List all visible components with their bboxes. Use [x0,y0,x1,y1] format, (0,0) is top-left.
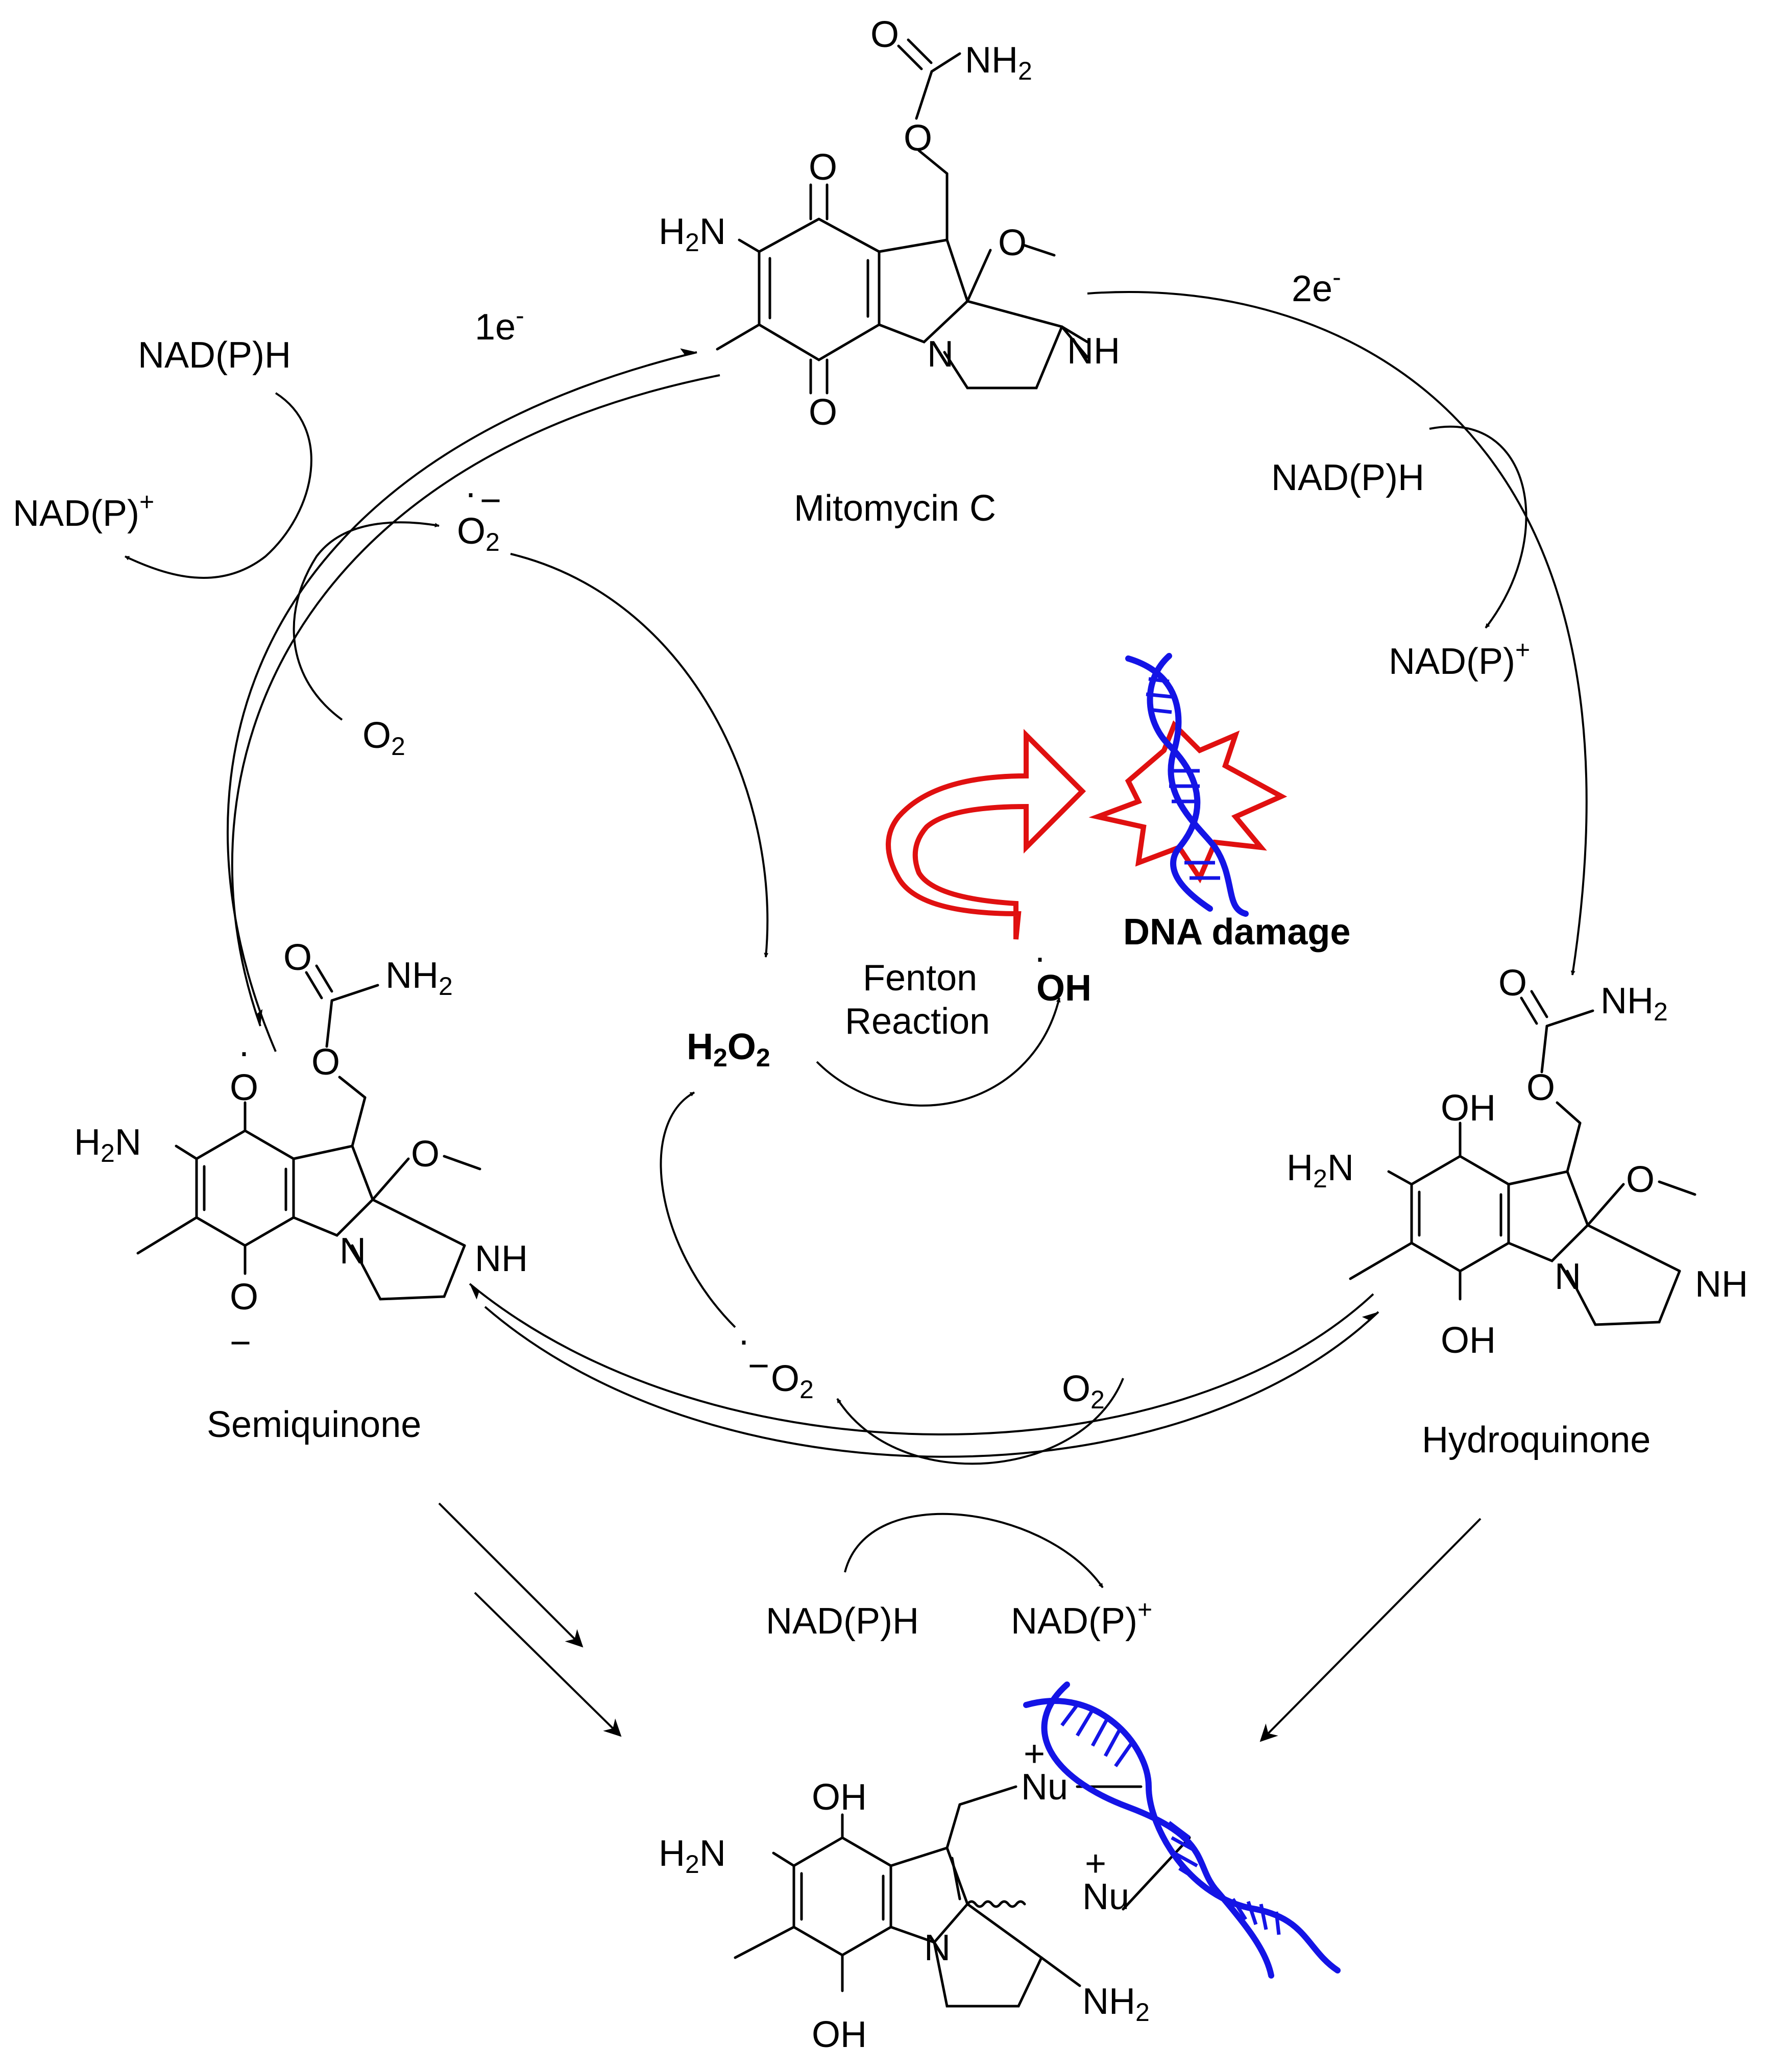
negative-charge: − [230,1323,251,1363]
dna-damage-label: DNA damage [1123,912,1350,953]
atom-o: O [1626,1159,1655,1200]
atom-n: N [927,334,954,375]
nadp-label: NAD(P)+ [13,487,154,534]
hydroquinone-label: Hydroquinone [1422,1420,1651,1460]
oxygen-label: O2 [362,715,405,761]
atom-h2n: H2N [659,211,726,257]
atom-n: N [1555,1256,1581,1297]
reaction-arrows [125,291,1588,1742]
atom-nh: NH [475,1238,528,1279]
positive-charge: + [1085,1843,1106,1884]
atom-o: O [411,1134,440,1175]
atom-oh: OH [812,2014,867,2055]
atom-h2n: H2N [659,1833,726,1879]
atom-nh2: NH2 [965,40,1032,85]
atom-nh2: NH2 [385,955,453,1001]
atom-nu: Nu [1082,1876,1129,1917]
fenton-arrow-icon [886,728,1086,940]
positive-charge: + [1024,1734,1045,1774]
atom-n: N [339,1231,366,1272]
radical-dot: · [465,473,477,514]
atom-o: O [809,147,837,188]
superoxide-label: O2 [771,1358,814,1404]
one-electron-label: 1e- [475,301,524,348]
atom-h2n: H2N [74,1122,141,1167]
radical-dot: · [238,1032,250,1072]
nadp-label: NAD(P)+ [1011,1595,1152,1642]
nadp-label: NAD(P)+ [1389,636,1530,682]
mitomycin-label: Mitomycin C [794,488,996,529]
hydroquinone-atom-labels: OH OH H2N N O NH O O NH2 Hydroquinone [1287,963,1748,1460]
nadph-label: NAD(P)H [1271,457,1424,498]
superoxide-label: O2 [457,511,500,556]
dna-helix-adduct-icon [1023,1681,1341,1979]
nadph-label: NAD(P)H [766,1601,919,1642]
atom-o: O [809,392,837,433]
dna-adduct-structure [734,1785,1191,2008]
two-electron-label: 2e- [1292,263,1341,309]
atom-o: O [870,14,899,55]
radical-dot: · [1034,937,1046,978]
fenton-label-line1: Fenton [863,958,977,998]
atom-oh: OH [1441,1088,1496,1129]
atom-h2n: H2N [1287,1148,1354,1193]
oxygen-label: O2 [1062,1369,1105,1414]
atom-o: O [998,223,1027,263]
dna-adduct-atom-labels: OH OH H2N N Nu + Nu + NH2 [659,1734,1150,2055]
atom-o: O [1498,963,1527,1004]
fenton-label-line2: Reaction [845,1001,990,1042]
atom-nh: NH [1695,1264,1748,1305]
atom-oh: OH [1441,1320,1496,1361]
semiquinone-structure [136,964,481,1301]
mitomycin-atom-labels: O O H2N N O NH O O NH2 Mitomycin C [659,14,1120,529]
atom-nh2: NH2 [1082,1981,1150,2027]
atom-o: O [230,1067,258,1108]
atom-o: O [230,1277,258,1318]
superoxide-charge: − [480,480,501,521]
hydrogen-peroxide-label: H2O2 [687,1027,770,1072]
superoxide-charge: − [748,1346,769,1386]
hydroxyl-radical-label: OH [1036,968,1091,1009]
atom-n: N [924,1928,951,1968]
atom-o: O [1526,1067,1555,1108]
semiquinone-label: Semiquinone [207,1404,421,1445]
nadph-label: NAD(P)H [138,335,291,376]
atom-o: O [311,1042,340,1083]
atom-nh2: NH2 [1600,981,1668,1026]
atom-oh: OH [812,1777,867,1818]
atom-nu: Nu [1021,1767,1068,1808]
atom-o: O [283,937,312,978]
reaction-labels: 1e- 2e- NAD(P)H NAD(P)+ O2 O2 − · NAD(P)… [13,263,1530,1642]
semiquinone-atom-labels: O · O − H2N N O NH O O NH2 Semiquinone [74,937,528,1445]
mitomycin-c-structure [716,38,1089,395]
atom-nh: NH [1067,331,1120,372]
hydroquinone-structure [1349,990,1696,1326]
atom-o: O [904,118,932,159]
dna-damage-icon: DNA damage [1088,653,1350,953]
radical-dot: · [738,1320,750,1361]
